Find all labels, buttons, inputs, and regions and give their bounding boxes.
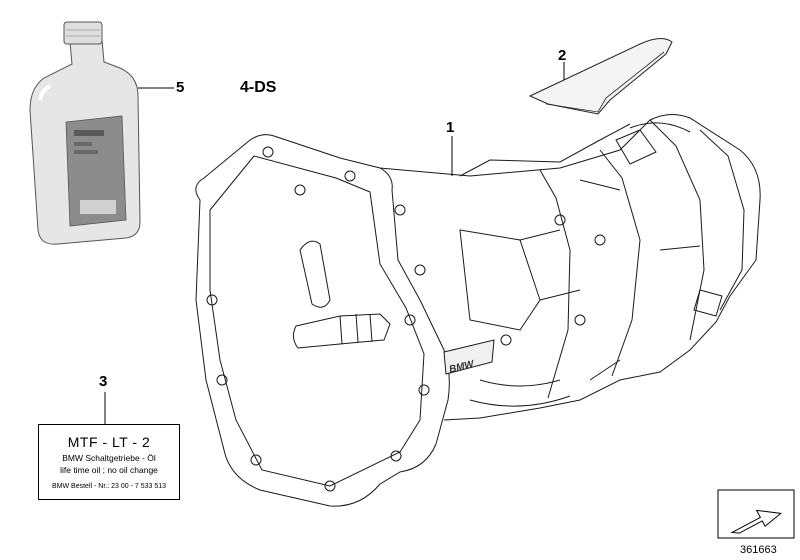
oil-label-card[interactable]: MTF - LT - 2 BMW Schaltgetriebe - Öl lif… — [38, 424, 180, 500]
shift-boot-cover-illustration[interactable] — [528, 38, 673, 115]
callout-3[interactable]: 3 — [99, 373, 108, 390]
orientation-arrow-icon — [717, 489, 795, 539]
oil-label-note: life time oil ; no oil change — [60, 465, 158, 475]
callout-1[interactable]: 1 — [446, 119, 455, 136]
variant-label: 4-DS — [240, 79, 277, 96]
diagram-number: 361663 — [740, 544, 777, 556]
oil-label-title: MTF - LT - 2 — [67, 434, 151, 450]
oil-label-subtitle: BMW Schaltgetriebe - Öl — [62, 453, 156, 463]
gearbox-illustration[interactable] — [195, 114, 761, 507]
oil-label-order-number: BMW Bestell - Nr.: 23 00 - 7 533 513 — [52, 483, 166, 490]
callout-2[interactable]: 2 — [558, 47, 567, 64]
oil-bottle-illustration[interactable] — [29, 21, 141, 245]
callout-5[interactable]: 5 — [176, 79, 185, 96]
